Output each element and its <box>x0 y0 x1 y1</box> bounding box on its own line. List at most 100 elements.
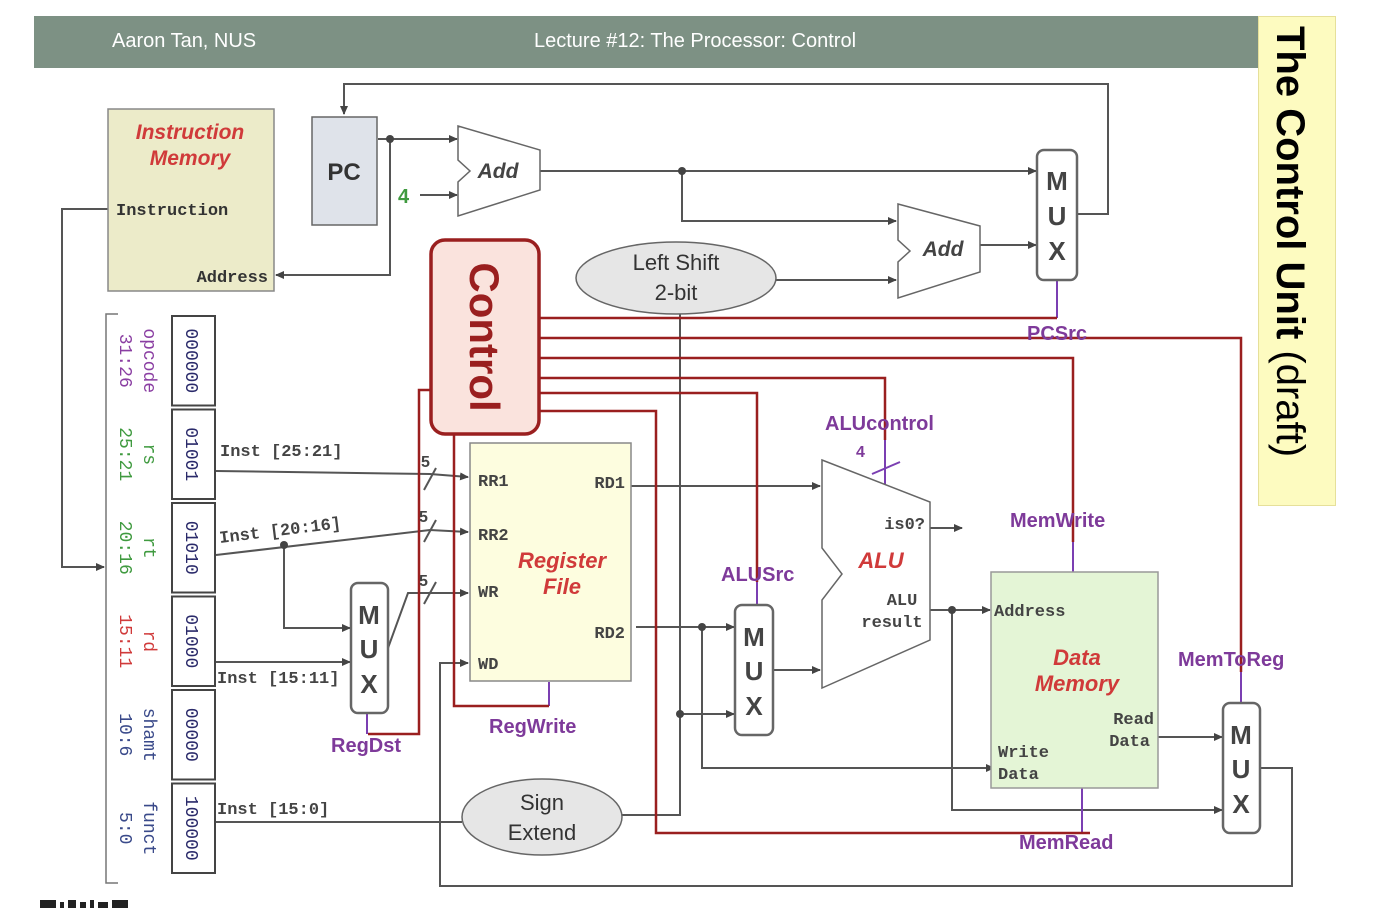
register-file-title-1: Register <box>518 548 607 573</box>
address-input-label: Address <box>197 269 268 288</box>
pc-mux: M U X <box>1035 148 1079 282</box>
pc-feedback-wire <box>340 83 1109 215</box>
field-value-opcode: 000000 <box>180 328 200 393</box>
control-unit: Control <box>429 238 541 436</box>
write-data-label-2: Data <box>998 766 1039 785</box>
mux-to-wr-wire <box>387 589 469 649</box>
field-name-funct: funct <box>138 801 158 855</box>
memtoreg-control-wire <box>540 336 1243 672</box>
pc-mux-letter-x: X <box>1048 236 1066 266</box>
control-unit-label: Control <box>461 262 508 411</box>
alusrc-label: ALUSrc <box>721 564 794 586</box>
field-box-opcode <box>171 315 216 407</box>
instruction-memory: Instruction Memory Instruction Address <box>107 108 275 292</box>
datapath-wires <box>61 83 1293 887</box>
data-memory-address: Address <box>994 603 1065 622</box>
bus-tick-rr1 <box>423 467 437 491</box>
field-value-shamt: 00000 <box>180 708 200 762</box>
slide-title-box <box>1258 16 1336 506</box>
branch-adder-label: Add <box>922 238 965 261</box>
wr-port: WR <box>478 584 499 603</box>
field-value-rt: 01010 <box>180 521 200 575</box>
qr-code-fragment <box>40 900 128 908</box>
field-box-shamt <box>171 689 216 781</box>
register-file: RR1 RR2 WR WD RD1 RD2 Register File <box>469 442 632 682</box>
bus-width-labels: 5 5 5 <box>419 454 430 590</box>
bus-width-rr2: 5 <box>419 509 428 526</box>
alu-label: ALU <box>857 548 904 573</box>
alu-result-label-1: ALU <box>887 592 918 611</box>
memread-label: MemRead <box>1019 832 1113 854</box>
register-file-title-2: File <box>543 574 581 599</box>
wire-junctions <box>280 135 956 718</box>
field-box-rt <box>171 502 216 594</box>
field-box-rd <box>171 595 216 687</box>
field-name-rs: rs <box>138 443 158 465</box>
rr2-port: RR2 <box>478 527 509 546</box>
sign-extend-unit: Sign Extend <box>461 778 623 856</box>
rr1-port: RR1 <box>478 473 509 492</box>
instruction-memory-title-1: Instruction <box>136 121 245 144</box>
regdst-control-wire <box>368 388 430 736</box>
field-value-rd: 01000 <box>180 614 200 668</box>
field-bits-rs: 25:21 <box>114 427 134 481</box>
sign-extend-up-wire <box>622 312 681 816</box>
field-bits-rd: 15:11 <box>114 614 134 668</box>
alu-result-bypass-wire <box>951 610 1223 814</box>
field-name-rd: rd <box>138 630 158 652</box>
memwrite-control-wire <box>540 356 1075 542</box>
field-name-rt: rt <box>138 537 158 559</box>
alu: ALU is0? ALU result <box>821 458 931 690</box>
regdst-mux-letter-x: X <box>360 669 378 699</box>
pc-mux-letter-u: U <box>1048 201 1067 231</box>
regdst-mux: M U X <box>349 581 390 715</box>
left-shift-unit: Left Shift 2-bit <box>575 241 777 315</box>
instruction-field-labels: Inst [25:21] Inst [20:16] Inst [15:11] I… <box>217 443 342 820</box>
memtoreg-mux: M U X <box>1221 701 1262 835</box>
data-memory-title-1: Data <box>1053 645 1101 670</box>
memtoreg-label: MemToReg <box>1178 649 1284 671</box>
pcsrc-label: PCSrc <box>1027 323 1087 345</box>
field-value-funct: 100000 <box>180 796 200 861</box>
alusrc-mux-letter-x: X <box>745 691 763 721</box>
slide-header: Aaron Tan, NUS Lecture #12: The Processo… <box>34 16 1258 68</box>
field-box-funct <box>171 782 216 874</box>
field-box-rs <box>171 408 216 500</box>
program-counter: PC <box>311 116 378 226</box>
alucontrol-control-wire <box>540 376 887 440</box>
alu-result-label-2: result <box>861 614 922 633</box>
bus-tick-rr2 <box>423 519 437 543</box>
read-data-label-1: Read <box>1113 711 1154 730</box>
write-data-label-1: Write <box>998 744 1049 763</box>
field-name-opcode: opcode <box>138 328 158 393</box>
zero-flag-label: is0? <box>884 516 925 535</box>
control-signal-labels: PCSrc ALUcontrol 4 MemWrite ALUSrc MemTo… <box>331 323 1284 854</box>
left-shift-label-2: 2-bit <box>655 280 698 305</box>
regdst-mux-letter-m: M <box>358 600 380 630</box>
wd-port: WD <box>478 656 498 675</box>
pc-adder: Add <box>457 124 541 218</box>
instruction-output-label: Instruction <box>116 202 228 221</box>
fields-bracket <box>105 313 118 884</box>
pc-label: PC <box>327 159 360 186</box>
branch-adder: Add <box>897 203 981 300</box>
field-bits-rt: 20:16 <box>114 521 134 575</box>
pc-mux-letter-m: M <box>1046 166 1068 196</box>
write-back-wire <box>439 659 1293 887</box>
sign-extend-label-2: Extend <box>508 820 577 845</box>
field-bits-opcode: 31:26 <box>114 334 134 388</box>
field-value-rs: 01001 <box>180 427 200 481</box>
rd2-to-write-data-wire <box>701 627 995 772</box>
data-memory-title-2: Memory <box>1035 671 1121 696</box>
field-name-shamt: shamt <box>138 708 158 762</box>
add-to-branch-add-wire <box>681 171 897 225</box>
inst-rd-label: Inst [15:11] <box>217 670 339 689</box>
memread-control-wire <box>540 409 1090 835</box>
memwrite-label: MemWrite <box>1010 510 1105 532</box>
memtoreg-mux-letter-x: X <box>1232 789 1250 819</box>
alusrc-mux-letter-m: M <box>743 622 765 652</box>
pc-to-address-wire <box>275 139 391 279</box>
rs-wire <box>215 470 469 481</box>
left-shift-label-1: Left Shift <box>633 250 720 275</box>
